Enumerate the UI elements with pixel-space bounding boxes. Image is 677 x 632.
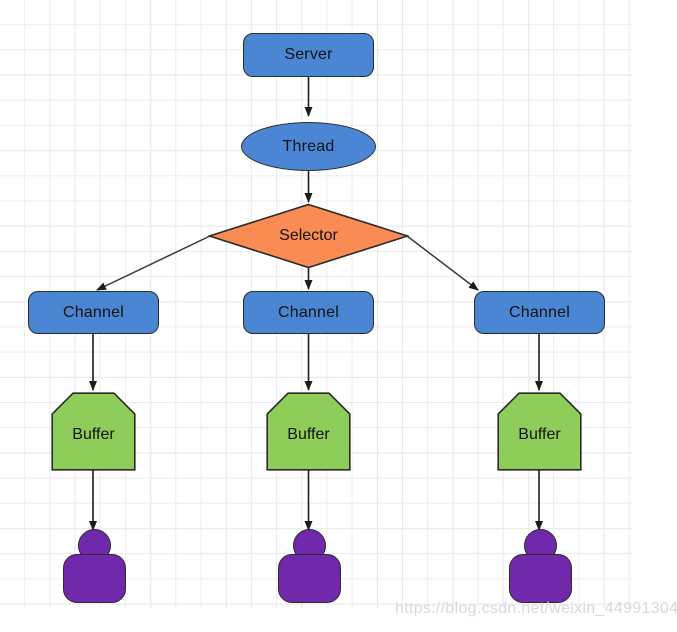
selector-diamond-shape xyxy=(206,203,411,269)
actor-body-icon xyxy=(63,554,126,603)
actor-body-icon xyxy=(509,554,572,603)
node-buffer-right[interactable]: Buffer xyxy=(497,392,582,471)
node-actor-middle[interactable] xyxy=(278,529,341,603)
buffer-shape-middle xyxy=(266,392,351,471)
actor-body-icon xyxy=(278,554,341,603)
node-buffer-middle-label: Buffer xyxy=(287,425,330,443)
node-channel-right[interactable]: Channel xyxy=(474,291,605,334)
watermark-text: https://blog.csdn.net/weixin_44991304 xyxy=(395,600,677,617)
node-buffer-middle[interactable]: Buffer xyxy=(266,392,351,471)
node-selector[interactable]: Selector xyxy=(206,203,411,269)
node-server-label: Server xyxy=(284,46,333,63)
buffer-shape-left xyxy=(51,392,136,471)
node-channel-middle[interactable]: Channel xyxy=(243,291,374,334)
node-buffer-right-label: Buffer xyxy=(518,425,561,443)
node-channel-middle-label: Channel xyxy=(277,303,339,321)
node-thread-label: Thread xyxy=(282,137,335,155)
node-channel-left-label: Channel xyxy=(62,303,124,321)
node-server[interactable]: Server xyxy=(243,33,374,77)
node-actor-left[interactable] xyxy=(63,529,126,603)
node-channel-left[interactable]: Channel xyxy=(28,291,159,334)
node-selector-label: Selector xyxy=(279,227,338,244)
node-buffer-left[interactable]: Buffer xyxy=(51,392,136,471)
node-actor-right[interactable] xyxy=(509,529,572,603)
node-thread[interactable]: Thread xyxy=(241,122,376,171)
node-buffer-left-label: Buffer xyxy=(72,425,115,443)
buffer-shape-right xyxy=(497,392,582,471)
node-channel-right-label: Channel xyxy=(508,303,570,321)
